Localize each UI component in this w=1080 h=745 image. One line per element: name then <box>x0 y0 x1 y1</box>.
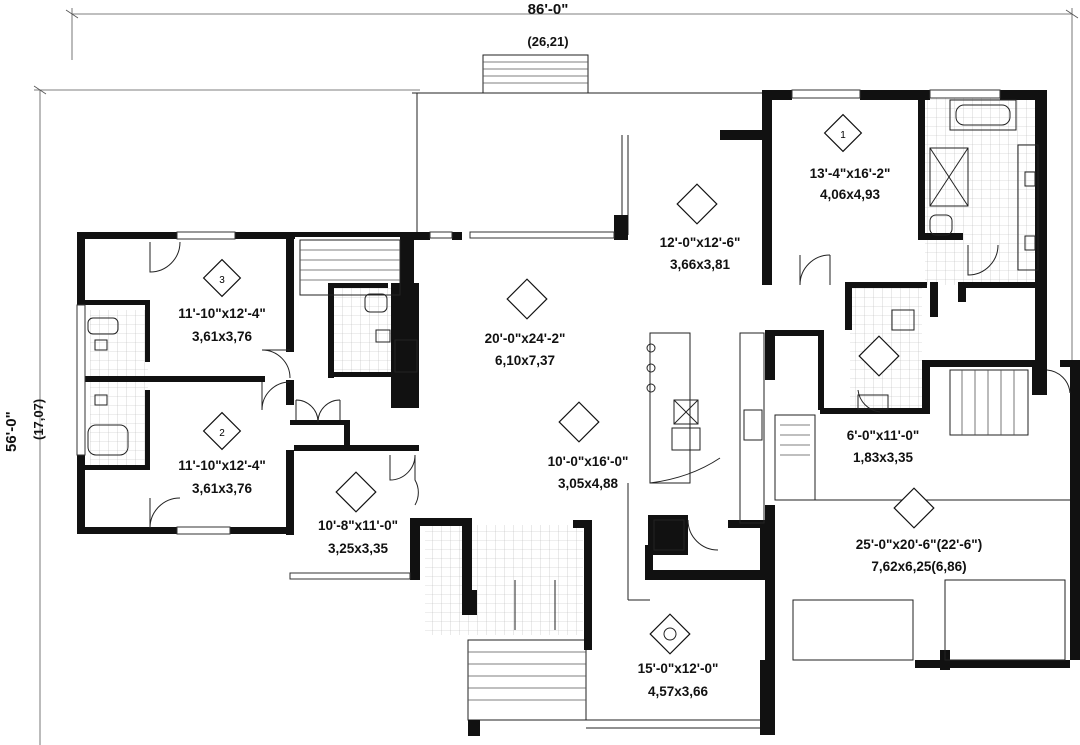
walls <box>77 90 1080 735</box>
room-dining: 15'-0"x12'-0" 4,57x3,66 <box>638 613 719 699</box>
room-master-bedroom: 1 13'-4"x16'-2" 4,06x4,93 <box>810 113 891 202</box>
cooking-pot-icon <box>558 401 600 443</box>
room-bedroom-2: 2 11'-10"x12'-4" 3,61x3,76 <box>178 411 266 496</box>
car-icon <box>893 487 935 529</box>
room-metric: 3,66x3,81 <box>670 257 731 272</box>
overall-depth-metric: (17,07) <box>31 399 46 440</box>
room-badge: 1 <box>840 130 846 141</box>
room-imperial: 11'-10"x12'-4" <box>178 306 266 321</box>
rear-porch <box>412 54 762 235</box>
dimension-lines <box>33 8 1079 745</box>
room-imperial: 10'-0"x16'-0" <box>548 454 629 469</box>
room-badge: 2 <box>219 428 225 439</box>
room-imperial: 13'-4"x16'-2" <box>810 166 891 181</box>
door-swings <box>149 241 1071 630</box>
room-metric: 7,62x6,25(6,86) <box>871 559 966 574</box>
room-metric: 3,61x3,76 <box>192 481 253 496</box>
room-metric: 4,57x3,66 <box>648 684 709 699</box>
room-kitchen: 10'-0"x16'-0" 3,05x4,88 <box>548 401 629 491</box>
fixtures <box>87 99 1039 484</box>
room-imperial: 11'-10"x12'-4" <box>178 458 266 473</box>
bed-2-icon <box>202 411 242 451</box>
room-laundry: 6'-0"x11'-0" 1,83x3,35 <box>847 335 920 465</box>
room-living: 20'-0"x24'-2" 6,10x7,37 <box>485 278 566 368</box>
tiled-floors <box>90 95 1040 635</box>
plate-cutlery-icon <box>649 613 691 655</box>
room-imperial: 6'-0"x11'-0" <box>847 428 920 443</box>
bed-3-icon <box>202 258 242 298</box>
sofa-icon <box>506 278 548 320</box>
room-imperial: 10'-8"x11'-0" <box>318 518 398 533</box>
room-metric: 4,06x4,93 <box>820 187 881 202</box>
room-imperial: 15'-0"x12'-0" <box>638 661 719 676</box>
windows <box>76 89 1001 580</box>
room-metric: 3,61x3,76 <box>192 329 253 344</box>
room-imperial: 25'-0"x20'-6"(22'-6") <box>856 537 982 552</box>
room-bedroom-3: 3 11'-10"x12'-4" 3,61x3,76 <box>178 258 266 344</box>
overall-width-metric: (26,21) <box>527 34 568 49</box>
room-office: 10'-8"x11'-0" 3,25x3,35 <box>318 471 398 556</box>
overall-depth-label: 56'-0" <box>3 411 20 452</box>
room-metric: 3,05x4,88 <box>558 476 619 491</box>
room-dining-porch: 12'-0"x12'-6" 3,66x3,81 <box>660 183 741 272</box>
room-garage: 25'-0"x20'-6"(22'-6") 7,62x6,25(6,86) <box>856 487 982 574</box>
room-metric: 1,83x3,35 <box>853 450 914 465</box>
overall-width-label: 86'-0" <box>528 1 569 18</box>
room-imperial: 20'-0"x24'-2" <box>485 331 566 346</box>
coffee-cup-icon <box>676 183 718 225</box>
room-badge: 3 <box>219 275 225 286</box>
laundry-basket-icon <box>858 335 900 377</box>
room-metric: 3,25x3,35 <box>328 541 389 556</box>
book-icon <box>335 471 377 513</box>
front-steps <box>467 639 760 736</box>
room-metric: 6,10x7,37 <box>495 353 555 368</box>
room-imperial: 12'-0"x12'-6" <box>660 235 741 250</box>
bed-1-icon <box>823 113 863 153</box>
